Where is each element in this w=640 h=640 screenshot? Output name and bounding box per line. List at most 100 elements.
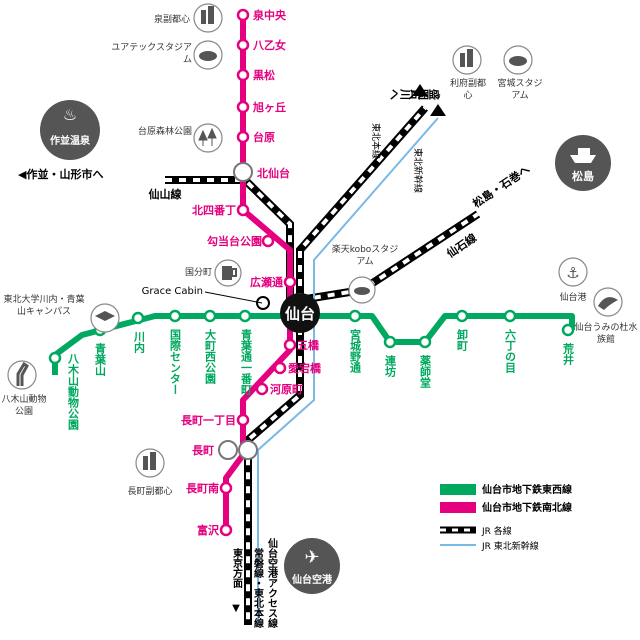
station-nagamachiitchome: 長町一丁目 [181,414,236,427]
station-renbo: 連坊 [384,354,397,378]
legend-label-jr: JR 各線 [481,525,512,537]
landmark-yagiyama-zoo: 八木山動物公園 [1,360,47,417]
station-kitasendai: 北仙台 [257,166,290,180]
line-senzan: 仙山線 [149,187,182,201]
interchange-sendai-small [256,296,270,310]
station-dot-tomizawa [219,523,233,537]
landmark-izumi-office: 泉副都心 [154,3,223,33]
legend: 仙台市地下鉄東西線 仙台市地下鉄南北線 JR 各線 JR 東北新幹線 [440,483,572,552]
station-itsutsubashi: 五橋 [297,338,320,352]
landmark-rifu-office: 利府副都心 [449,45,486,101]
station-dot-renbo [383,335,397,349]
station-dot-dainohara [236,130,250,144]
station-oroshimachi: 卸町 [456,328,469,352]
station-omachinishi: 大町西公園 [204,328,217,385]
direction-tokyo: 東京方面 [231,547,243,589]
airplane-icon [284,538,340,594]
svg-text:⚓: ⚓ [566,264,579,282]
landmark-aquarium: 仙台うみの杜水族館 [574,287,638,345]
interchange-kitasendai [233,162,253,182]
landmark-rakuten-label: 楽天koboスタジアム [331,245,399,267]
landmark-rifu-label: 利府副都心 [449,79,486,101]
station-rokuchome: 六丁の目 [504,328,517,374]
station-kotodaikoen: 勾当台公園 [207,234,262,248]
tozai-labels: 八木山動物公園 青葉山 川内 国際センター 大町西公園 青葉通一番町 宮城野通 … [67,328,576,431]
namboku-labels: 泉中央 八乙女 黒松 旭ヶ丘 台原 北仙台 北四番丁 勾当台公園 広瀬通 五橋 … [181,8,322,537]
station-kitayonbancho: 北四番丁 [192,203,236,217]
landmark-yagiyama-zoo-label: 八木山動物公園 [1,395,47,417]
direction-arrow-furukawa-icon [412,84,428,96]
station-nagamachiminami: 長町南 [186,481,219,495]
jr-line-name-labels: 東北本線 東北新幹線 [370,123,424,193]
legend-label-shinkansen: JR 東北新幹線 [481,540,539,552]
station-dot-miyagino [348,309,362,323]
station-arai: 荒井 [562,342,576,366]
direction-furukawa: 古川へ [389,88,423,102]
landmark-port-label: 仙台港 [559,291,586,303]
landmark-airport: ✈ 仙台空港 [284,538,340,594]
sendai-hub-circle [280,293,320,333]
landmark-izumi-label: 泉副都心 [154,13,190,25]
landmark-onsen-label: 作並温泉 [50,134,91,147]
station-dot-kokusai [168,309,182,323]
station-dot-oroshimachi [455,309,469,323]
landmark-rakuten-stadium: 楽天koboスタジアム [331,245,399,304]
landmark-yurtec-label: ユアテックスタジアム [111,43,192,65]
svg-text:✈: ✈ [304,547,319,568]
svg-text:♨: ♨ [63,105,77,124]
landmark-grace-cabin-label: Grace Cabin [142,286,203,297]
interchange-nagamachi-b [238,440,258,460]
onsen-icon [40,100,100,160]
jr-tohoku-line-dash [298,106,427,300]
station-dot-atagobashi [273,361,287,375]
station-dot-hirosedori [283,275,297,289]
legend-label-tozai: 仙台市地下鉄東西線 [482,483,572,496]
landmark-kokubuncho-label: 国分町 [185,267,212,278]
station-miyagino: 宮城野通 [349,328,362,374]
station-asahigaoka: 旭ヶ丘 [252,100,286,114]
landmark-sakunami-onsen: ♨ 作並温泉 [40,100,100,160]
station-yakushido: 薬師堂 [419,354,432,388]
station-yagiyama: 八木山動物公園 [67,353,81,431]
station-dot-kuromatsu [236,68,250,82]
station-dot-arai [561,323,575,337]
interchange-markers [218,162,270,460]
station-dainohara: 台原 [253,130,275,144]
station-dot-izumichuo [236,8,250,22]
landmark-airport-label: 仙台空港 [292,573,333,586]
interchange-nagamachi-a [218,440,238,460]
landmark-yurtec-stadium: ユアテックスタジアム [111,40,223,70]
station-izumichuo: 泉中央 [252,8,287,22]
station-dot-omachinishi [203,309,217,323]
station-aobayama: 青葉山 [94,342,108,377]
line-airport-access: 仙台空港アクセス線 [266,537,278,629]
landmark-dainohara-label: 台原森林公園 [137,127,192,137]
station-dot-rokuchome [503,309,517,323]
landmark-tohoku-university: 東北大学川内・青葉山キャンパス [3,295,120,333]
station-dot-itsutsubashi [283,338,297,352]
jr-shinkansen-line [257,117,439,625]
station-atagobashi: 愛宕橋 [288,361,322,375]
station-dot-kawauchi [131,311,145,325]
tozai-station-markers [48,309,575,365]
jr-south-line-dash [246,300,302,625]
station-dot-aobadori [238,309,252,323]
station-dot-asahigaoka [236,100,250,114]
station-kokusai: 国際センター [169,329,182,395]
line-tohoku-shinkansen: 東北新幹線 [412,148,424,193]
landmark-miyagi-label: 宮城スタジアム [497,79,543,101]
station-hirosedori: 広瀬通 [250,275,283,289]
south-direction-labels: 東京方面 ▼ 常磐線・東北本線 仙台空港アクセス線 [231,537,278,629]
landmark-nagamachi-label: 長町副都心 [127,486,172,497]
landmark-tohoku-univ-label: 東北大学川内・青葉山キャンパス [3,295,85,317]
station-kawaramachi: 河原町 [270,382,303,396]
station-nagamachi: 長町 [192,444,214,457]
landmark-matsushima-label: 松島 [572,169,594,183]
line-joban: 常磐線・東北本線 [252,547,264,629]
direction-arrow-morioka-icon [430,104,446,116]
legend-label-namboku: 仙台市地下鉄南北線 [482,501,572,514]
station-dot-kawaramachi [255,382,269,396]
direction-tokyo-arrow: ▼ [231,603,242,614]
